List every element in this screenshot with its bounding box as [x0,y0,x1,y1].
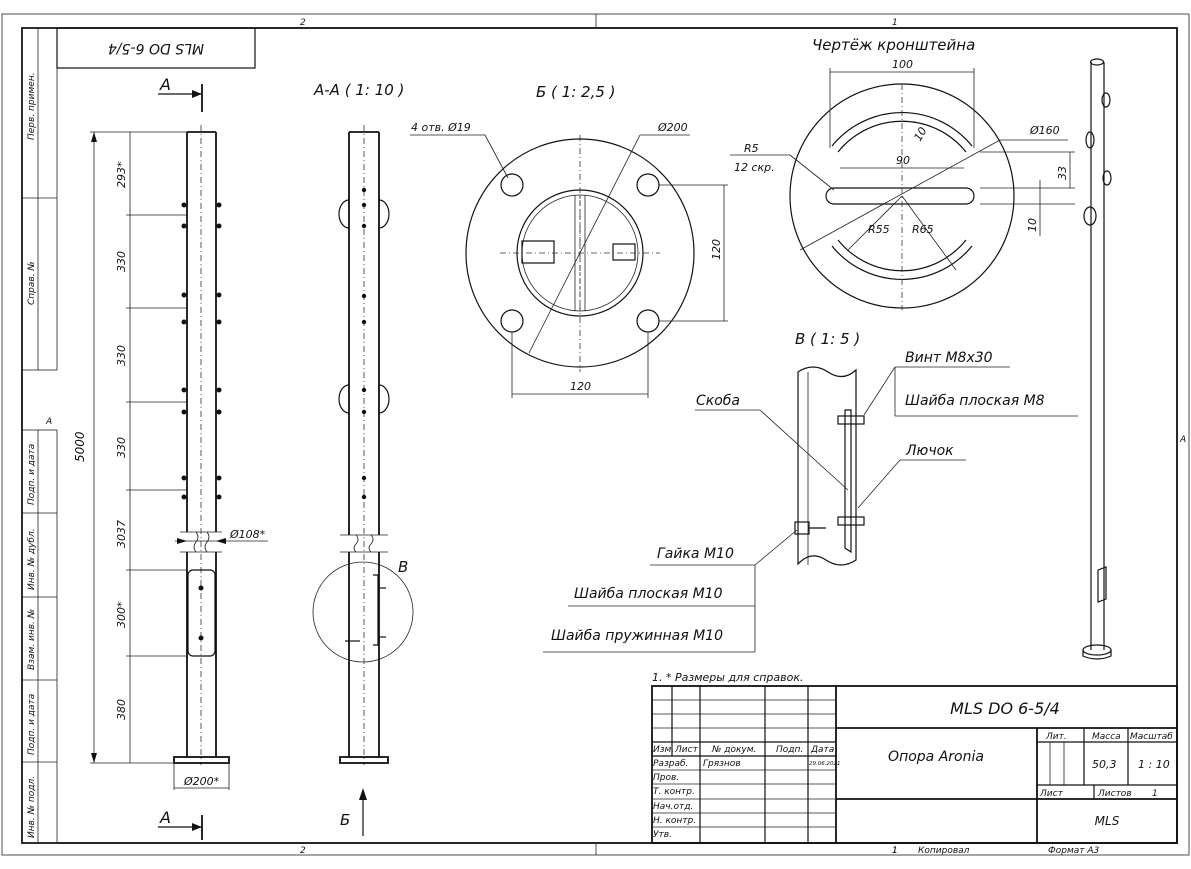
label-hatch: Лючок [905,443,954,459]
tb-col-doc: № докум. [711,745,756,755]
strip-sprav: Справ. № [27,261,37,305]
label-nut: Гайка М10 [657,546,734,562]
zone-bottom-left: 2 [300,846,306,856]
tb-col-podp: Подп. [776,745,803,755]
dim-total: 5000 [73,431,87,462]
tb-mass: Масса [1092,732,1121,742]
title-block: MLS DO 6-5/4 Опора Aronia Изм. Лист № до… [651,685,1178,844]
tb-row-prov: Пров. [653,773,679,783]
view-b-title: Б ( 1: 2,5 ) [536,83,616,101]
label-washer-m10: Шайба плоская М10 [574,586,723,602]
strip-podp1: Подп. и дата [27,444,37,505]
tb-row-nach: Нач.отд. [653,802,693,812]
zone-bottom-right: 1 [892,846,898,856]
tb-row-razrab: Разраб. [653,759,688,769]
strip-vzam: Взам. инв. № [27,609,37,670]
dim-dia-base: Ø200* [183,775,220,788]
flange-vert: 120 [710,239,723,260]
bracket-r5-note: 12 скр. [734,161,775,174]
label-screw: Винт М8х30 [905,350,993,366]
flange-view: Б ( 1: 2,5 ) Ø200 4 отв. Ø19 120 120 [410,83,728,398]
section-aa-title: А-А ( 1: 10 ) [313,81,404,99]
dim-330-c: 330 [115,437,128,458]
tb-row-tkontr: Т. контр. [653,787,695,797]
left-strip: Перв. примен. Справ. № Подп. и дата Инв.… [21,27,58,844]
flange-holes: 4 отв. Ø19 [411,121,471,134]
zone-side-left: A [45,417,52,427]
section-mark-bottom: А [159,808,171,827]
dim-330-a: 330 [115,251,128,272]
dim-293: 293* [115,161,128,188]
outer-frame [1,13,1190,856]
zone-top-left: 2 [300,18,306,28]
tb-row-utv: Утв. [653,830,672,840]
footer-copied: Копировал [918,846,970,856]
strip-perv: Перв. примен. [27,72,37,140]
tb-scale-val: 1 : 10 [1138,758,1170,771]
label-washer-m8: Шайба плоская М8 [905,393,1045,409]
dim-300: 300* [115,601,128,628]
callout-v: В [398,558,408,576]
dim-3037: 3037 [115,520,128,548]
tb-razrab-date: 29.06.2021 [809,761,841,767]
strip-podp2: Подп. и дата [27,694,37,755]
pole-iso-view [1082,58,1112,660]
arrow-b-label: Б [340,811,350,829]
footer-format: Формат А3 [1048,846,1100,856]
footer-num: 1 [892,846,898,856]
detail-v-view: В ( 1: 5 ) Винт М8х30 Шайба плоская М8 С… [543,330,1078,653]
dim-330-b: 330 [115,345,128,366]
tb-sheets-val: 1 [1152,789,1158,799]
zone-side-right: A [1179,435,1186,445]
flange-horiz: 120 [570,380,591,393]
bracket-r55: R55 [868,223,890,236]
tb-name: Опора Aronia [888,749,984,765]
tb-org: MLS [1095,814,1120,828]
bracket-view: Чертёж кронштейна 100 90 10 R5 12 скр. Ø… [730,36,1075,310]
section-aa-view: А-А ( 1: 10 ) В Б [312,81,414,836]
doc-code-box [56,27,256,69]
bracket-slot-w: 10 [911,125,929,144]
tb-row-nkontr: Н. контр. [653,816,696,826]
zone-top-right: 1 [892,18,898,28]
section-mark-top: А [159,75,171,94]
doc-code-rotated: MLS DO 6-5/4 [108,40,204,56]
pole-main-view: А А 5000 [73,75,268,840]
note: 1. * Размеры для справок. [652,671,804,684]
flange-dia: Ø200 [657,121,688,134]
tb-designation: MLS DO 6-5/4 [950,699,1060,718]
tb-col-izm: Изм. [653,745,674,755]
bracket-slot-h: 10 [1026,218,1039,232]
tb-scale: Масштаб [1130,732,1173,742]
bracket-r5: R5 [744,142,759,155]
tb-razrab-name: Грязнов [703,759,741,769]
dim-380: 380 [115,699,128,720]
bracket-slot-len: 90 [896,154,910,167]
strip-inv-podl: Инв. № подл. [27,776,37,838]
label-staple: Скоба [696,393,740,409]
tb-sheets: Листов [1097,789,1132,799]
dim-dia-pipe: Ø108* [229,528,266,541]
tb-col-date: Дата [810,745,834,755]
bracket-r65: R65 [912,223,934,236]
bracket-title: Чертёж кронштейна [812,36,975,54]
tb-lit: Лит. [1045,732,1067,742]
strip-inv-dubl: Инв. № дубл. [27,528,37,590]
bracket-dia: Ø160 [1029,124,1060,137]
label-spring-washer: Шайба пружинная М10 [551,628,723,644]
tb-mass-val: 50,3 [1092,758,1117,771]
bracket-off: 33 [1056,166,1069,180]
tb-col-list: Лист [674,745,699,755]
view-v-title: В ( 1: 5 ) [795,330,860,348]
tb-sheet: Лист [1039,789,1064,799]
bracket-width: 100 [892,58,913,71]
